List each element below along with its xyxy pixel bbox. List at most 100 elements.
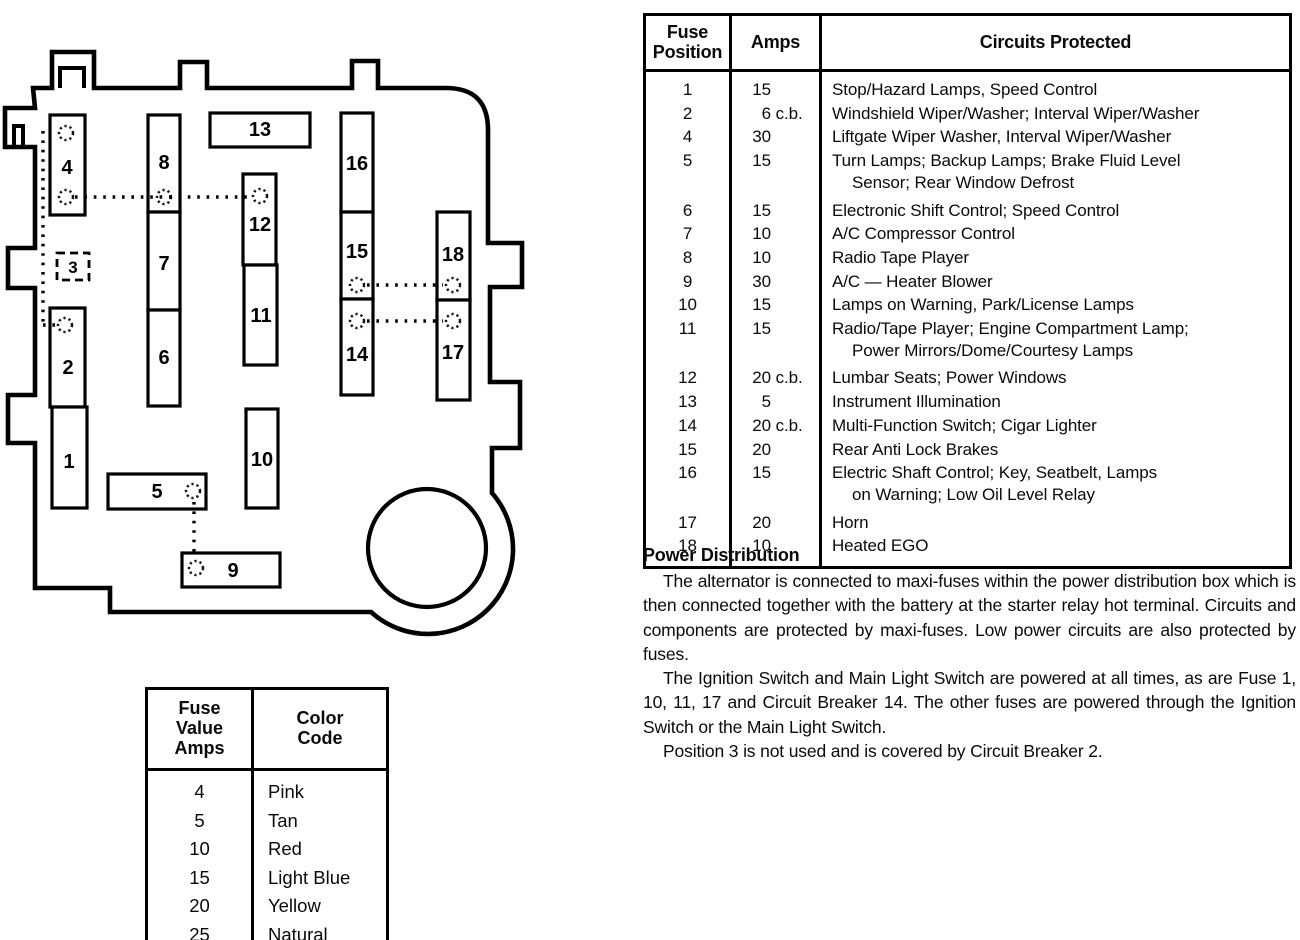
color-code-header: Color Code — [252, 688, 388, 771]
fuse-clip-icon — [57, 188, 75, 206]
amps-value: 15 — [730, 149, 822, 195]
circuits-protected-value: Horn — [832, 512, 869, 532]
power-distribution-paragraph-2: The Ignition Switch and Main Light Switc… — [643, 668, 1296, 737]
fuse-position-value: 4 — [644, 125, 732, 150]
amps-value: 5 — [730, 390, 822, 414]
fuse-clip-icon — [251, 187, 269, 205]
fuse-position-value: 15 — [644, 437, 732, 462]
fuse-rect — [106, 472, 208, 511]
fuse-rect — [180, 551, 282, 589]
fuse-position-value: 18 — [644, 534, 732, 568]
fuse-rect — [50, 405, 89, 510]
fuse-value-amps: 4 — [146, 769, 254, 807]
fuse-number-label: 5 — [151, 481, 162, 503]
color-code-value: Pink — [268, 781, 304, 802]
color-table-row: 15 Light Blue — [146, 863, 388, 892]
fuse-position-value: 6 — [644, 194, 732, 223]
circuits-protected-value: Electronic Shift Control; Speed Control — [832, 200, 1120, 220]
fuse-number-label: 12 — [249, 214, 271, 236]
fuse-number-label: 8 — [158, 152, 169, 174]
circuits-protected-value: Electric Shaft Control; Key, Seatbelt, L… — [832, 463, 1158, 504]
fuse-position-value: 5 — [644, 149, 732, 195]
fuse-position-value: 13 — [644, 390, 732, 414]
circuits-protected-value: Lumbar Seats; Power Windows — [832, 368, 1067, 388]
amps-value: 20 — [730, 437, 822, 462]
fuse-position-value: 7 — [644, 222, 732, 246]
color-table-row: 5 Tan — [146, 806, 388, 835]
top-hook-notch — [58, 66, 86, 88]
power-distribution-paragraph-1: The alternator is connected to maxi-fuse… — [643, 571, 1296, 664]
fuse-position-value: 14 — [644, 413, 732, 438]
circuits-protected-value: Multi-Function Switch; Cigar Lighter — [832, 415, 1097, 435]
fuse-value-amps: 15 — [146, 863, 254, 892]
amps-value: 20 — [730, 506, 822, 535]
left-tab-notch — [12, 124, 25, 147]
color-code-value: Yellow — [268, 895, 321, 916]
fuse-number-label: 9 — [227, 560, 238, 582]
fuse-position-value: 17 — [644, 506, 732, 535]
fuse-rect — [435, 298, 472, 402]
fuse-rect — [244, 407, 280, 510]
fuse-cell-1: 1 — [50, 405, 89, 510]
circuits-protected-value: Instrument Illumination — [832, 392, 1001, 412]
color-code-value: Light Blue — [268, 866, 351, 888]
fuse-cell-4: 4 — [48, 113, 87, 217]
fuse-position-value: 16 — [644, 461, 732, 507]
amps-value: 30 — [730, 125, 822, 150]
color-code-value: Tan — [268, 809, 298, 831]
fuse-rect — [208, 111, 312, 149]
fuse-cell-11: 11 — [242, 263, 279, 367]
circuits-protected-value: Radio/Tape Player; Engine Compartment La… — [832, 319, 1189, 360]
circuits-protected-header: Circuits Protected — [820, 14, 1291, 72]
fuse-value-amps: 5 — [146, 806, 254, 835]
fuse-cell-9: 9 — [180, 551, 282, 589]
power-distribution-section: Power Distribution The alternator is con… — [643, 545, 1296, 763]
unused-position-3: 3 — [55, 251, 91, 282]
color-table-header-row: Fuse Value Amps Color Code — [146, 688, 388, 771]
circuits-protected-value: Radio Tape Player — [832, 247, 969, 267]
fuse-clip-icon — [444, 276, 462, 294]
fuse-cell-2: 2 — [48, 306, 87, 409]
dashed-bracket — [55, 251, 91, 282]
circuits-protected-value: Windshield Wiper/Washer; Interval Wiper/… — [832, 103, 1200, 123]
fuse-cell-17: 17 — [435, 298, 472, 402]
color-code-value: Natural — [268, 923, 328, 940]
fuse-table-header-row: Fuse Position Amps Circuits Protected — [644, 14, 1291, 72]
color-table-row: 4 Pink — [146, 769, 388, 807]
fuse-clip-icon — [57, 124, 75, 142]
round-connector — [365, 486, 489, 610]
fuse-clip-icon — [56, 316, 74, 334]
color-code-value: Red — [268, 838, 302, 859]
circuits-protected-value: A/C Compressor Control — [832, 224, 1015, 244]
fuse-cell-16: 16 — [339, 111, 375, 214]
fuse-number-label: 2 — [62, 357, 73, 379]
fuse-position-value: 1 — [644, 70, 732, 102]
amps-value: 6 c.b. — [730, 101, 822, 126]
amps-value: 15 — [730, 70, 822, 102]
amps-value: 10 — [730, 534, 822, 568]
fuse-number-label: 3 — [68, 258, 77, 277]
circuits-protected-value: A/C — Heater Blower — [832, 271, 993, 291]
circuits-protected-value: Heated EGO — [832, 536, 929, 556]
fuse-rect — [146, 113, 182, 214]
amps-value: 15 — [730, 317, 822, 363]
power-distribution-paragraph-3: Position 3 is not used and is covered by… — [663, 741, 1103, 762]
